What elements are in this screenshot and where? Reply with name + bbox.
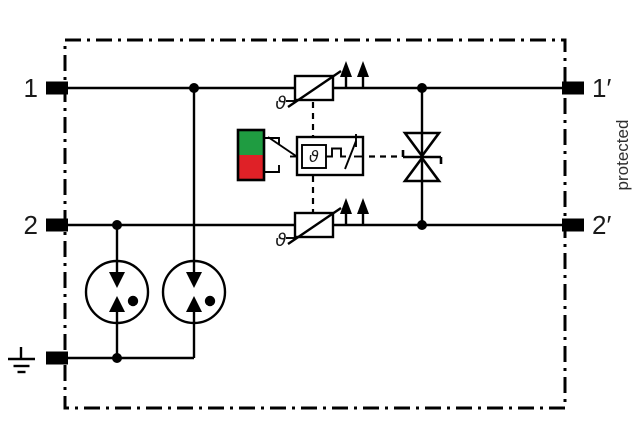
terminal-2-prime-label: 2′ (592, 210, 611, 240)
junction-dots (112, 83, 427, 363)
gdt-1-dot (127, 295, 139, 307)
indicator-red (238, 155, 264, 180)
gas-discharge-tube-2 (161, 259, 227, 325)
terminal-2-label: 2 (24, 210, 38, 240)
disconnect-arrows-1 (340, 61, 369, 88)
terminal-1-prime (562, 81, 584, 95)
thermal-disconnect-module: ϑ (290, 134, 365, 177)
terminal-2 (46, 218, 68, 232)
gdt-2-dot (204, 295, 216, 307)
diode-triangle-bottom (402, 155, 442, 183)
terminal-1-prime-label: 1′ (592, 73, 611, 103)
suppressor-diode-icon (401, 131, 443, 183)
indicator-frame (236, 128, 266, 182)
arrow-down-icon (186, 272, 202, 288)
junction-dot (112, 220, 122, 230)
diode-triangle-top (402, 131, 442, 159)
arrow-up-icon (357, 198, 369, 214)
arrow-up-icon (357, 61, 369, 77)
varistor-2-theta: ϑ (275, 230, 286, 251)
gas-discharge-tube-1 (84, 259, 150, 325)
terminal-1-label: 1 (24, 73, 38, 103)
varistor-2-icon: ϑ (275, 198, 369, 251)
arrow-up-icon (340, 198, 352, 214)
protected-label: protected (613, 120, 632, 191)
arrow-up-icon (186, 296, 202, 312)
arrow-down-icon (109, 272, 125, 288)
junction-dot (189, 83, 199, 93)
indicator-green (238, 130, 264, 155)
junction-dot (417, 83, 427, 93)
module-switch-blade (344, 140, 357, 170)
indicator-switch-blade (267, 136, 297, 157)
arrow-up-icon (340, 61, 352, 77)
module-pulse-trace (326, 147, 346, 158)
indicator-contact-bottom (264, 165, 280, 173)
junction-dot (112, 353, 122, 363)
terminal-2-prime (562, 218, 584, 232)
disconnect-arrows-2 (340, 198, 369, 225)
module-theta: ϑ (309, 147, 319, 166)
terminal-1 (46, 81, 68, 95)
status-indicator (236, 128, 297, 182)
terminals: 1 2 1′ 2′ (24, 73, 611, 365)
varistor-1-theta: ϑ (275, 93, 286, 114)
terminal-ground (46, 351, 68, 365)
arrow-up-icon (109, 296, 125, 312)
earth-icon (8, 347, 35, 374)
varistor-1-icon: ϑ (275, 61, 369, 114)
junction-dot (417, 220, 427, 230)
thermal-links (311, 102, 402, 212)
